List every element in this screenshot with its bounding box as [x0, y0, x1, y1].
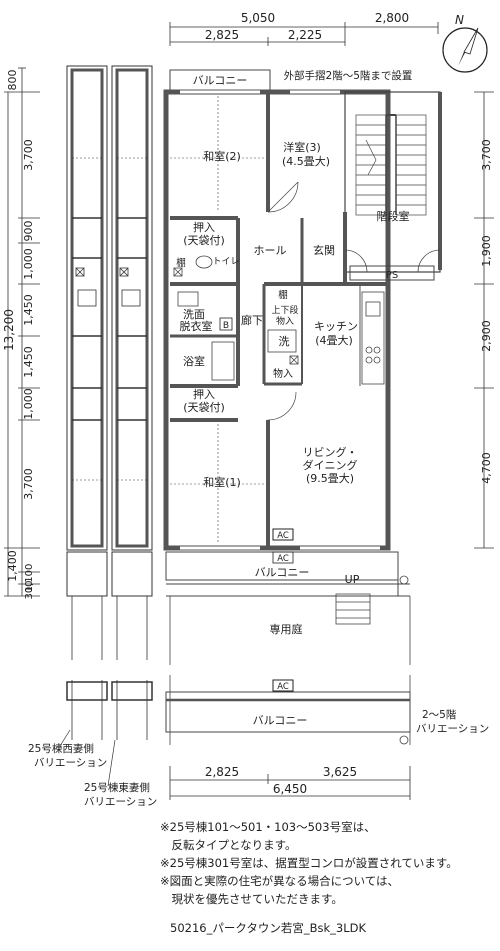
handrail-note: 外部手摺2階〜5階まで設置 — [284, 69, 413, 82]
toilet-label: トイレ — [212, 257, 239, 267]
senmen-2-label: 脱衣室 — [180, 319, 213, 333]
ac-box-2 — [272, 551, 294, 564]
floors-variation-2: バリエーション — [416, 723, 489, 735]
dim-left-4: 1,450 — [22, 294, 35, 326]
yoshitsu-3-size: (4.5畳大) — [282, 154, 330, 168]
plan-code: 50216_パークタウン若宮_Bsk_3LDK — [170, 921, 367, 935]
ac-2-label: AC — [277, 554, 289, 564]
kitchen-name: キッチン — [314, 320, 358, 333]
ps-label: PS — [386, 270, 398, 281]
dim-bottom-sub-left: 2,825 — [205, 765, 239, 779]
ac-1-label: AC — [277, 531, 289, 541]
note-line-2: 反転タイプとなります。 — [160, 838, 297, 852]
staircase — [355, 114, 427, 216]
dim-bottom-sub-right: 3,625 — [323, 765, 357, 779]
notes-block: ※25号棟101〜501・103〜503号室は、 反転タイプとなります。 ※25… — [160, 818, 458, 908]
bottom-dimensions — [169, 766, 411, 800]
balcony-garden — [165, 551, 411, 745]
hall-label: ホール — [254, 244, 287, 257]
note-line-1: ※25号棟101〜501・103〜503号室は、 — [160, 820, 376, 834]
dim-left-2: 900 — [22, 221, 35, 242]
balcony-mid-label: バルコニー — [255, 566, 310, 579]
dim-top-sub-right: 2,225 — [288, 28, 322, 42]
dim-top-sub-left: 2,825 — [205, 28, 239, 42]
balcony-top-label: バルコニー — [193, 74, 248, 87]
dim-left-9: 1,100 — [24, 564, 35, 593]
dim-left-1: 3,700 — [22, 139, 35, 171]
floors-variation-1: 2〜5階 — [422, 709, 457, 721]
monoire-label: 物入 — [273, 367, 293, 380]
west-variation-2: バリエーション — [34, 757, 107, 769]
washitsu-2-label: 和室(2) — [203, 149, 241, 163]
yokushitsu-label: 浴室 — [183, 354, 205, 368]
dim-left-0: 800 — [6, 70, 19, 91]
east-variation-2: バリエーション — [84, 796, 157, 808]
ac-3-label: AC — [277, 682, 289, 692]
oshiire-top-label: 押入 — [193, 220, 215, 234]
b-mark-box — [219, 317, 233, 331]
note-line-3: ※25号棟301号室は、据置型コンロが設置されています。 — [160, 856, 458, 870]
living-label-2: ダイニング — [303, 458, 358, 472]
jouge-2-label: 物入 — [276, 315, 294, 327]
east-variation-strip — [111, 65, 153, 740]
kitchen-size: (4畳大) — [315, 333, 353, 347]
unit-walls — [163, 69, 442, 551]
dim-right-3: 4,700 — [480, 452, 493, 484]
dim-left-5: 1,450 — [22, 346, 35, 378]
right-dimensions — [474, 91, 494, 549]
b-mark: B — [223, 321, 229, 331]
kitchen-counter — [361, 291, 385, 385]
dim-right-2: 2,900 — [480, 320, 493, 352]
north-label: N — [455, 13, 464, 27]
tana-1-label: 棚 — [176, 257, 186, 269]
dim-right-1: 1,900 — [480, 235, 493, 267]
dim-right-0: 3,700 — [480, 139, 493, 171]
ac-box-1 — [272, 528, 294, 541]
note-line-5: 現状を優先させていただきます。 — [160, 892, 343, 906]
washitsu-1-label: 和室(1) — [203, 475, 241, 489]
dim-left-3: 1,000 — [22, 248, 35, 280]
dim-left-6: 1,000 — [22, 388, 35, 420]
note-line-4: ※図面と実際の住宅が異なる場合については、 — [160, 874, 400, 888]
tana-2-label: 棚 — [278, 289, 288, 301]
leader-lines — [59, 729, 116, 787]
stairs-label: 階段室 — [377, 209, 410, 223]
senmen-1-label: 洗面 — [183, 308, 205, 321]
garden-label: 専用庭 — [270, 622, 303, 636]
jouge-1-label: 上下段 — [271, 304, 298, 316]
variation-labels: 2〜5階 バリエーション 25号棟西妻側 バリエーション 25号棟東妻側 バリエ… — [28, 709, 489, 808]
up-label: UP — [345, 573, 360, 586]
dim-bottom-total: 6,450 — [273, 782, 307, 796]
living-label-1: リビング・ — [303, 445, 358, 459]
sen-label: 洗 — [279, 335, 290, 348]
bath-fixtures — [173, 255, 299, 381]
dim-left-total: 13,200 — [2, 309, 16, 351]
left-dimensions — [4, 67, 40, 597]
ac-box-3 — [272, 679, 294, 692]
west-variation-strip — [66, 65, 108, 740]
oshiire-bottom-label: 押入 — [193, 387, 215, 401]
north-arrow-icon: N — [442, 13, 488, 73]
room-labels: バルコニー 外部手摺2階〜5階まで設置 和室(2) 洋室(3) (4.5畳大) … — [176, 69, 412, 727]
dim-left-8: 1,400 — [6, 550, 19, 582]
dim-top-right: 2,800 — [375, 11, 409, 25]
genkan-label: 玄関 — [313, 243, 335, 257]
east-variation-1: 25号棟東妻側 — [84, 781, 150, 794]
top-dimensions — [169, 22, 439, 46]
ps-shaft — [349, 265, 435, 281]
dim-left-10: 300 — [24, 580, 35, 599]
oshiire-bottom-sub: (天袋付) — [183, 400, 225, 414]
living-label-3: (9.5畳大) — [306, 471, 354, 485]
oshiire-top-sub: (天袋付) — [183, 233, 225, 247]
balcony-bottom-label: バルコニー — [253, 714, 308, 727]
rouka-label: 廊下 — [241, 313, 263, 327]
dim-top-total: 5,050 — [241, 11, 275, 25]
west-variation-1: 25号棟西妻側 — [28, 742, 94, 755]
yoshitsu-3-name: 洋室(3) — [283, 140, 321, 154]
dim-left-7: 3,700 — [22, 468, 35, 500]
